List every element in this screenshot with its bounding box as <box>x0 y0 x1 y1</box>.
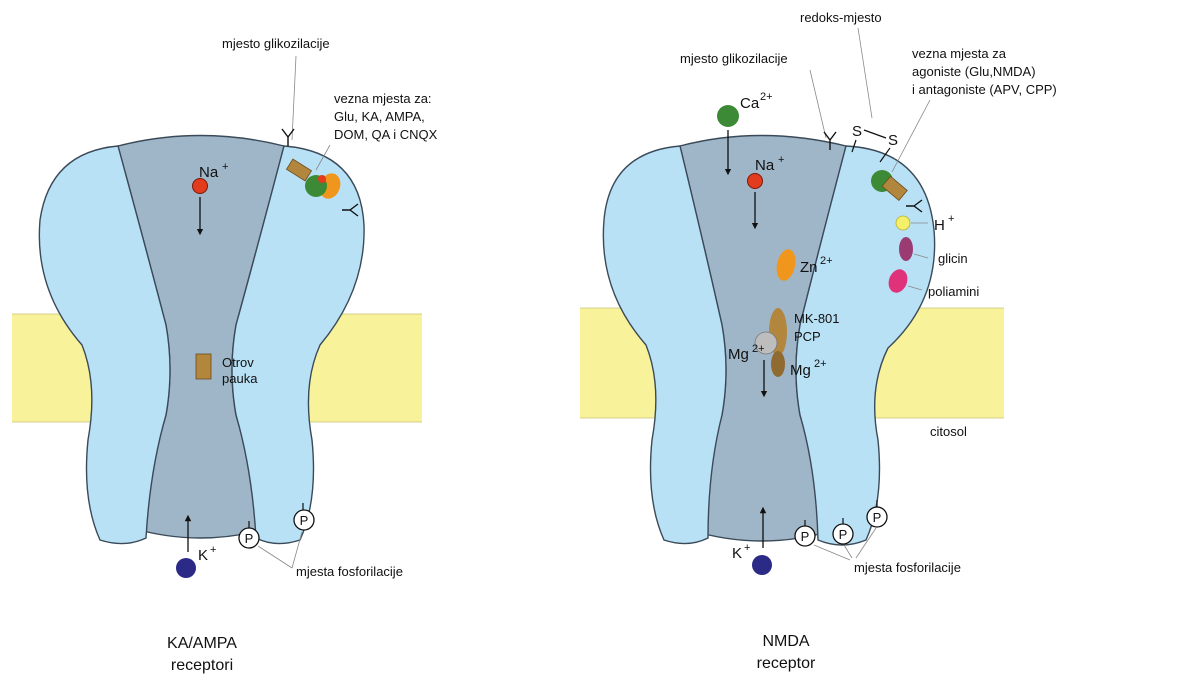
glycine-site <box>899 237 913 261</box>
svg-text:i antagoniste (APV, CPP): i antagoniste (APV, CPP) <box>912 82 1057 97</box>
proton-label: H <box>934 217 945 234</box>
svg-text:2+: 2+ <box>752 343 765 355</box>
title-nmda: NMDA <box>762 633 809 650</box>
sodium-ion-right <box>748 174 763 189</box>
svg-text:receptor: receptor <box>757 655 816 672</box>
svg-text:DOM, QA i CNQX: DOM, QA i CNQX <box>334 127 438 142</box>
svg-text:+: + <box>744 542 750 554</box>
svg-text:Glu, KA, AMPA,: Glu, KA, AMPA, <box>334 109 425 124</box>
magnesium-label: Mg <box>790 362 811 379</box>
glyco-label-left: mjesto glikozilacije <box>222 36 330 51</box>
sodium-label-right: Na <box>755 157 775 174</box>
polyamine-label: poliamini <box>928 284 979 299</box>
redox-label: redoks-mjesto <box>800 10 882 25</box>
svg-text:P: P <box>801 529 810 544</box>
spider-toxin-site <box>196 354 211 379</box>
svg-text:P: P <box>839 527 848 542</box>
svg-text:PCP: PCP <box>794 329 821 344</box>
svg-text:agoniste (Glu,NMDA): agoniste (Glu,NMDA) <box>912 64 1036 79</box>
binding-sites-label-left: vezna mjesta za: <box>334 91 432 106</box>
svg-text:2+: 2+ <box>814 358 827 370</box>
ka-ampa-receptor: Na + Otrov pauka mjesto glikozilacije ve… <box>12 36 438 674</box>
svg-text:P: P <box>873 510 882 525</box>
svg-text:S: S <box>888 132 898 149</box>
svg-text:receptori: receptori <box>171 657 233 674</box>
zinc-label: Zn <box>800 259 818 276</box>
binding-sites-label-right: vezna mjesta za <box>912 46 1007 61</box>
calcium-label: Ca <box>740 95 760 112</box>
potassium-ion-left <box>176 558 196 578</box>
potassium-label-right: K <box>732 545 742 562</box>
glycine-label: glicin <box>938 251 968 266</box>
magnesium-label-pore: Mg <box>728 346 749 363</box>
toxin-label: Otrov <box>222 355 254 370</box>
calcium-ion <box>717 105 739 127</box>
svg-text:+: + <box>222 161 228 173</box>
svg-text:2+: 2+ <box>760 91 773 103</box>
svg-text:2+: 2+ <box>820 255 833 267</box>
mk801-label: MK-801 <box>794 311 840 326</box>
nmda-receptor: Ca 2+ Na + Zn 2+ Mg 2+ MK-801 PCP Mg 2+ … <box>580 10 1057 672</box>
svg-text:+: + <box>948 213 954 225</box>
svg-text:P: P <box>300 513 309 528</box>
title-ka-ampa: KA/AMPA <box>167 635 237 652</box>
potassium-label-left: K <box>198 547 208 564</box>
svg-text:P: P <box>245 531 254 546</box>
phospho-label-right: mjesta fosforilacije <box>854 560 961 575</box>
svg-text:S: S <box>852 123 862 140</box>
sodium-label-left: Na <box>199 164 219 181</box>
phospho-label-left: mjesta fosforilacije <box>296 564 403 579</box>
svg-text:+: + <box>210 544 216 556</box>
svg-text:pauka: pauka <box>222 371 258 386</box>
potassium-ion-right <box>752 555 772 575</box>
cytosol-label: citosol <box>930 424 967 439</box>
glyco-label-right: mjesto glikozilacije <box>680 51 788 66</box>
svg-text:+: + <box>778 154 784 166</box>
proton-site <box>896 216 910 230</box>
